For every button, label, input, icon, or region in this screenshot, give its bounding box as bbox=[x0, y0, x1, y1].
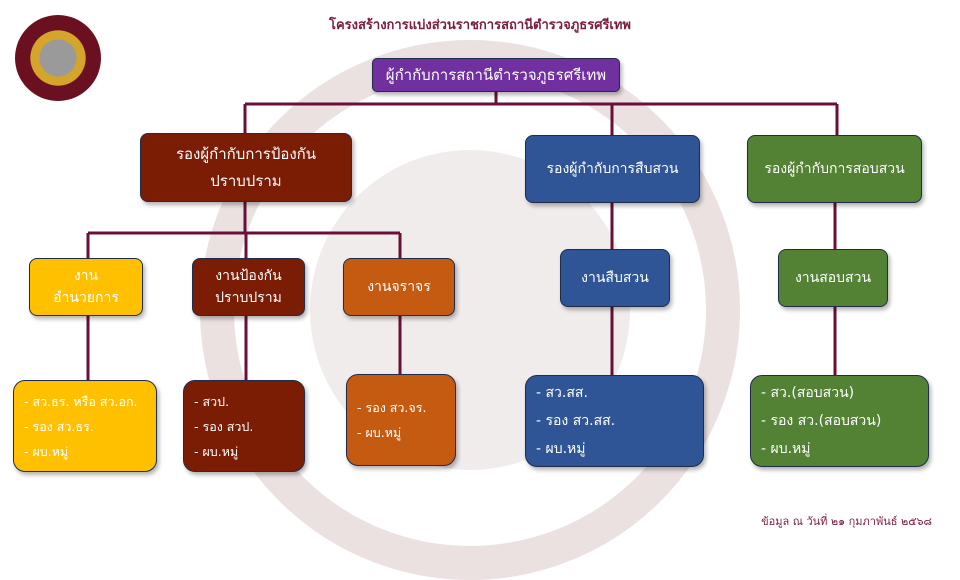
box-label: งาน bbox=[73, 267, 99, 284]
staff-box-traffic: - รอง สว.จร. - ผบ.หมู่ bbox=[346, 374, 456, 466]
box-label: รองผู้กำกับการป้องกัน bbox=[175, 145, 317, 164]
box-label: รองผู้กำกับการสอบสวน bbox=[764, 160, 905, 177]
org-box-inquiry: งานสอบสวน bbox=[778, 249, 888, 307]
org-box-deputy-crime-prevention: รองผู้กำกับการป้องกันปราบปราม bbox=[140, 133, 352, 202]
box-label: อำนวยการ bbox=[53, 290, 119, 306]
org-box-administration: งานอำนวยการ bbox=[29, 258, 143, 316]
staff-box-investigation: - สว.สส. - รอง สว.สส. - ผบ.หมู่ bbox=[525, 375, 704, 467]
staff-item: - รอง สวป. bbox=[194, 418, 254, 434]
box-label: งานสอบสวน bbox=[794, 269, 872, 286]
org-box-crime-prevention: งานป้องกันปราบปราม bbox=[192, 258, 305, 316]
org-box-superintendent: ผู้กำกับการสถานีตำรวจภูธรศรีเทพ bbox=[372, 58, 620, 92]
staff-item: - สว.ธร. หรือ สว.อก. bbox=[24, 393, 138, 409]
staff-item: - ผบ.หมู่ bbox=[536, 441, 586, 457]
org-box-deputy-inquiry: รองผู้กำกับการสอบสวน bbox=[747, 135, 922, 203]
box-label: รองผู้กำกับการสืบสวน bbox=[546, 160, 679, 177]
box-label: ผู้กำกับการสถานีตำรวจภูธรศรีเทพ bbox=[385, 65, 607, 84]
staff-item: - ผบ.หมู่ bbox=[357, 425, 402, 440]
staff-box-crime-prevention: - สวป. - รอง สวป. - ผบ.หมู่ bbox=[183, 380, 305, 472]
box-label: งานจราจร bbox=[367, 278, 431, 295]
staff-item: - สว.(สอบสวน) bbox=[761, 385, 855, 401]
box-label: งานสืบสวน bbox=[581, 269, 649, 286]
org-box-traffic: งานจราจร bbox=[343, 258, 455, 316]
org-box-deputy-investigation: รองผู้กำกับการสืบสวน bbox=[525, 135, 700, 203]
staff-item: - รอง สว.ธร. bbox=[24, 418, 94, 434]
staff-item: - รอง สว.(สอบสวน) bbox=[761, 413, 882, 429]
police-station-logo bbox=[15, 15, 101, 101]
staff-item: - รอง สว.สส. bbox=[536, 413, 616, 429]
staff-item: - สวป. bbox=[194, 393, 230, 409]
box-label: ปราบปราม bbox=[215, 290, 282, 306]
staff-box-administration: - สว.ธร. หรือ สว.อก. - รอง สว.ธร. - ผบ.หมู… bbox=[13, 380, 157, 472]
data-date-footer: ข้อมูล ณ วันที่ ๒๑ กุมภาพันธ์ ๒๕๖๘ bbox=[761, 515, 932, 528]
staff-item: - ผบ.หมู่ bbox=[24, 443, 69, 459]
connector-lines bbox=[86, 92, 839, 380]
box-label: ปราบปราม bbox=[210, 171, 282, 190]
page-title: โครงสร้างการแบ่งส่วนราชการสถานีตำรวจภูธร… bbox=[328, 18, 632, 33]
staff-box-inquiry: - สว.(สอบสวน) - รอง สว.(สอบสวน) - ผบ.หมู่ bbox=[750, 375, 929, 467]
staff-item: - ผบ.หมู่ bbox=[761, 441, 811, 457]
org-box-investigation: งานสืบสวน bbox=[560, 249, 670, 307]
staff-item: - รอง สว.จร. bbox=[357, 400, 427, 415]
staff-item: - ผบ.หมู่ bbox=[194, 443, 239, 459]
staff-item: - สว.สส. bbox=[536, 385, 588, 401]
box-label: งานป้องกัน bbox=[215, 267, 282, 284]
